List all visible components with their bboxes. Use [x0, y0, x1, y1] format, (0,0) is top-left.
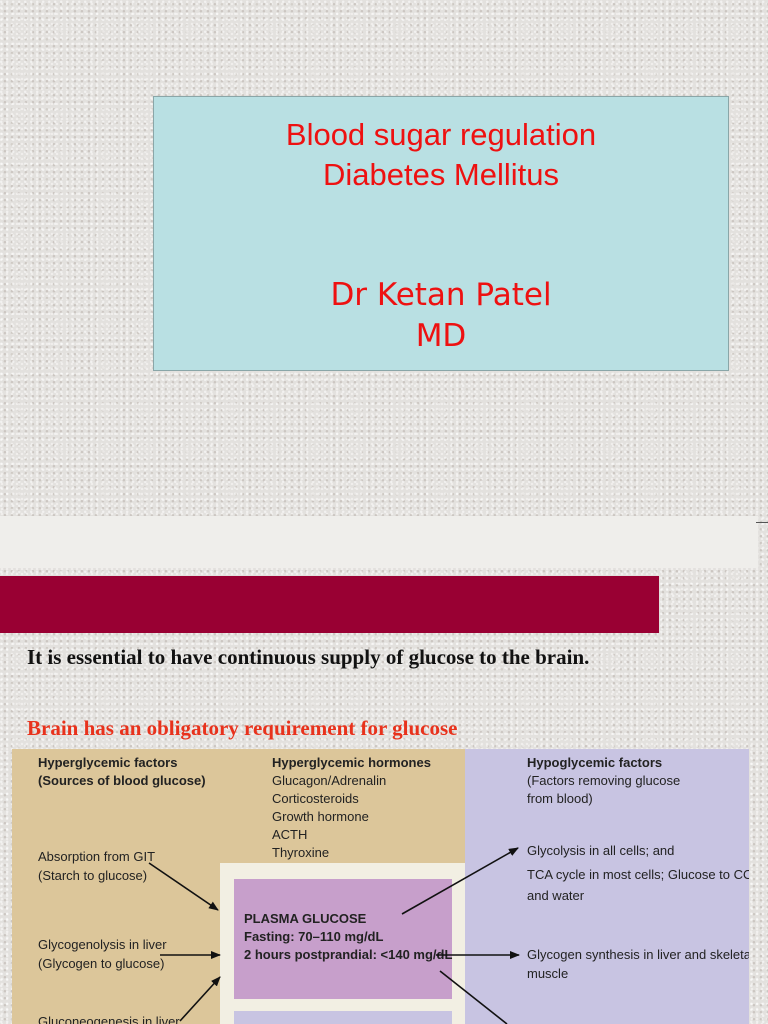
author-name: Dr Ketan Patel: [330, 277, 552, 313]
arrow-lower: [439, 970, 508, 1024]
glucose-regulation-diagram: Hyperglycemic factors (Sources of blood …: [12, 749, 749, 1024]
hormone-item: ACTH: [272, 827, 307, 842]
water-label: and water: [527, 888, 585, 903]
slide-header-bar: [0, 576, 659, 633]
hypo-factors-title: Hypoglycemic factors: [527, 755, 662, 770]
hormones-title: Hyperglycemic hormones: [272, 755, 431, 770]
glycogen-synthesis-label-1: Glycogen synthesis in liver and skeletal: [527, 947, 749, 962]
slide-separator: [0, 516, 758, 568]
plasma-glucose-title: PLASMA GLUCOSE: [244, 911, 367, 926]
author-degree: MD: [415, 318, 467, 354]
title-slide: Blood sugar regulation Diabetes Mellitus…: [153, 96, 729, 371]
hypoglycemic-panel: [465, 749, 749, 1024]
hypo-factors-subtitle-1: (Factors removing glucose: [527, 773, 680, 788]
hormone-item: Corticosteroids: [272, 791, 359, 806]
arrow-glycolysis: [401, 847, 519, 915]
tca-label: TCA cycle in most cells; Glucose to CO2: [527, 867, 749, 887]
arrow-absorption: [148, 862, 219, 911]
separator-mark: [756, 522, 768, 523]
glycogenolysis-label-2: (Glycogen to glucose): [38, 956, 164, 971]
lower-center-box: [234, 1011, 452, 1024]
glycogenolysis-label-1: Glycogenolysis in liver: [38, 937, 167, 952]
body-paragraph: It is essential to have continuous suppl…: [27, 645, 590, 669]
arrow-gluconeogenesis: [179, 976, 221, 1022]
title-line-2: Diabetes Mellitus: [322, 157, 560, 192]
tca-text: TCA cycle in most cells; Glucose to CO: [527, 867, 749, 882]
title-box: Blood sugar regulation Diabetes Mellitus…: [153, 96, 729, 371]
hyper-factors-subtitle: (Sources of blood glucose): [38, 773, 206, 788]
hormone-item: Glucagon/Adrenalin: [272, 773, 386, 788]
postprandial-range: 2 hours postprandial: <140 mg/dL: [244, 947, 452, 962]
hyper-factors-title: Hyperglycemic factors: [38, 755, 177, 770]
slide-subheading: Brain has an obligatory requirement for …: [27, 716, 458, 740]
hormone-item: Growth hormone: [272, 809, 369, 824]
slide-title: Blood sugar regulation Diabetes Mellitus: [154, 115, 728, 195]
glycogen-synthesis-label-2: muscle: [527, 966, 568, 981]
author-block: Dr Ketan Patel MD: [154, 275, 728, 357]
hormone-item: Thyroxine: [272, 845, 329, 860]
glycolysis-label: Glycolysis in all cells; and: [527, 843, 674, 858]
gluconeogenesis-label: Gluconeogenesis in liver: [38, 1014, 180, 1024]
hypo-factors-subtitle-2: from blood): [527, 791, 593, 806]
fasting-range: Fasting: 70–110 mg/dL: [244, 929, 383, 944]
title-line-1: Blood sugar regulation: [285, 117, 597, 152]
absorption-label-1: Absorption from GIT: [38, 849, 155, 864]
absorption-label-2: (Starch to glucose): [38, 868, 147, 883]
plasma-glucose-box: [234, 879, 452, 999]
